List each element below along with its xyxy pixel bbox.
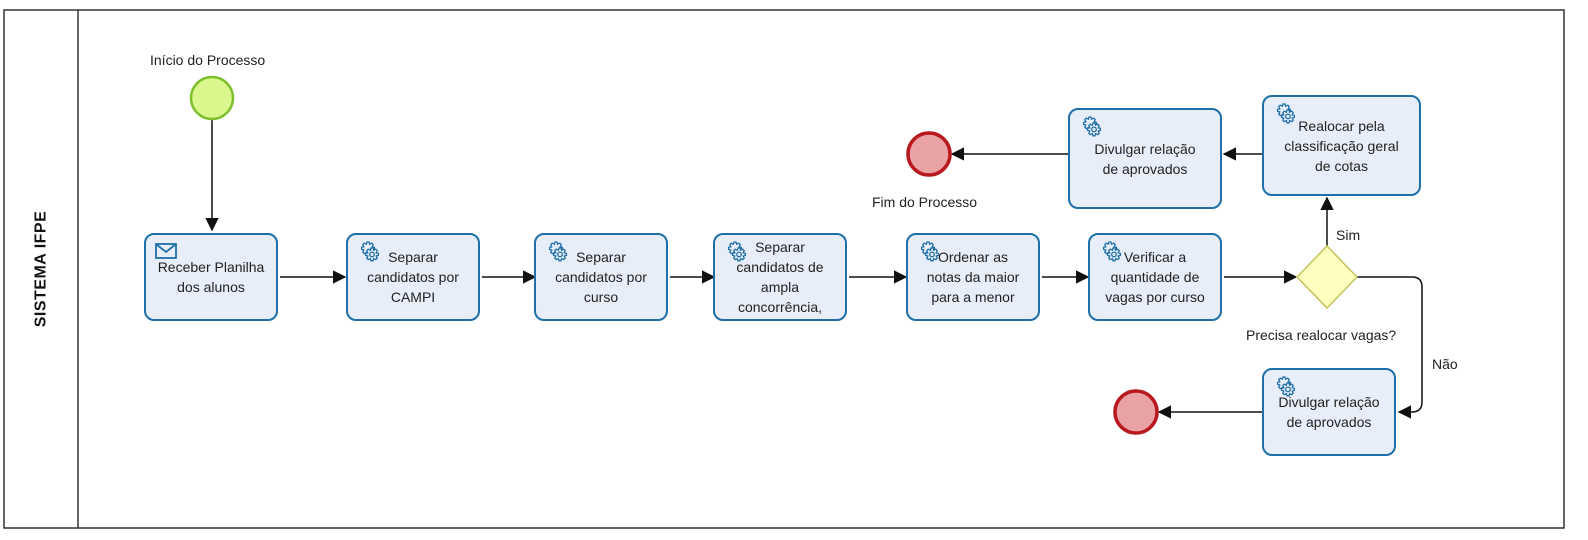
gear-icon (920, 241, 940, 262)
task-label: Ordenar as notas da maior para a menor (926, 249, 1020, 305)
task-label: Receber Planilha dos alunos (157, 259, 265, 295)
lane-title-text: SISTEMA IFPE (32, 210, 49, 328)
gear-icon (1276, 376, 1296, 397)
lane-title: SISTEMA IFPE (4, 10, 78, 528)
task-label: Divulgar relação de aprovados (1094, 140, 1196, 177)
task-ordenar-notas[interactable]: Ordenar as notas da maior para a menor (906, 233, 1040, 321)
gateway-no-label: Não (1432, 356, 1458, 372)
task-divulgar-aprovados-top[interactable]: Divulgar relação de aprovados (1068, 108, 1222, 209)
task-separar-ampla[interactable]: Separar candidatos de ampla concorrência… (713, 233, 847, 321)
task-label: Separar candidatos por curso (555, 249, 647, 305)
end-event-bottom[interactable] (1113, 389, 1159, 435)
envelope-icon (155, 243, 177, 259)
gear-icon (727, 241, 747, 262)
task-realocar-cotas[interactable]: Realocar pela classificação geral de cot… (1262, 95, 1421, 196)
task-receber-planilha[interactable]: Receber Planilha dos alunos (144, 233, 278, 321)
gear-icon (1082, 116, 1102, 137)
task-divulgar-aprovados-bottom[interactable]: Divulgar relação de aprovados (1262, 368, 1396, 456)
start-event-label: Início do Processo (150, 52, 266, 68)
gateway-question-label: Precisa realocar vagas? (1246, 327, 1397, 343)
task-label: Verificar a quantidade de vagas por curs… (1105, 249, 1205, 305)
task-label: Separar candidatos por CAMPI (367, 249, 459, 305)
gear-icon (548, 241, 568, 262)
start-event[interactable] (189, 75, 235, 121)
task-label: Realocar pela classificação geral de cot… (1284, 117, 1399, 174)
task-label: Divulgar relação de aprovados (1278, 394, 1380, 430)
task-separar-curso[interactable]: Separar candidatos por curso (534, 233, 668, 321)
flow-gateway-no (1357, 276, 1423, 419)
gear-icon (360, 241, 380, 262)
gear-icon (1102, 241, 1122, 262)
end-event-label: Fim do Processo (872, 194, 978, 210)
end-event-top[interactable] (906, 131, 952, 177)
exclusive-gateway[interactable] (1295, 244, 1359, 310)
gear-icon (1276, 103, 1296, 124)
task-verificar-vagas[interactable]: Verificar a quantidade de vagas por curs… (1088, 233, 1222, 321)
task-label: Separar candidatos de ampla concorrência… (736, 239, 824, 315)
gateway-yes-label: Sim (1336, 227, 1361, 243)
task-separar-campi[interactable]: Separar candidatos por CAMPI (346, 233, 480, 321)
